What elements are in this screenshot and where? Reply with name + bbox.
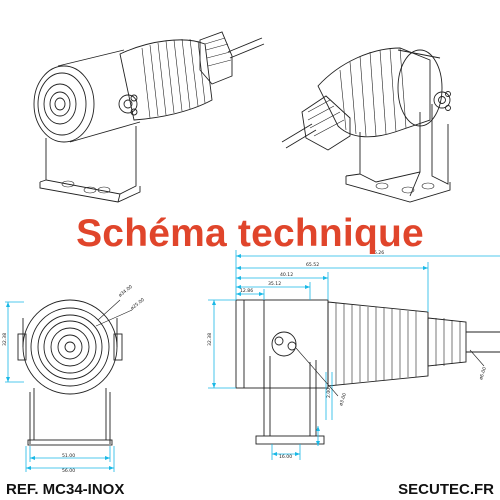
page-title: Schéma technique: [76, 212, 424, 255]
dim-side-height: 32.38: [207, 333, 213, 346]
dim-length-d: 35.12: [268, 281, 281, 287]
side-orthographic-view: [235, 299, 500, 445]
isometric-view-front: [33, 31, 265, 203]
dim-foot-width: 16.00: [279, 454, 292, 460]
dim-total-length: 96.26: [371, 250, 384, 256]
dim-cable-diameter: ø6.00: [478, 366, 488, 380]
dim-front-height: 32.38: [2, 333, 8, 346]
front-view-dimensions: [5, 299, 133, 472]
dim-length-c: 40.12: [280, 272, 293, 278]
dim-length-e: 12.86: [240, 288, 253, 294]
dim-length-b: 65.52: [306, 262, 319, 268]
front-orthographic-view: [17, 299, 123, 446]
dim-screw-diameter: ø3.00: [338, 392, 348, 406]
dim-diameter-outer: ø34.00: [118, 284, 134, 299]
side-view-dimensions: [208, 250, 500, 460]
dim-thickness: 2.00: [326, 388, 332, 398]
dim-bracket-inner-width: 51.00: [62, 453, 75, 459]
brand-website: SECUTEC.FR: [398, 481, 494, 498]
dim-diameter-inner: ø25.00: [130, 297, 146, 312]
dim-bracket-outer-width: 56.00: [62, 468, 75, 474]
isometric-view-rear: [281, 47, 451, 203]
product-reference: REF. MC34-INOX: [6, 481, 125, 498]
